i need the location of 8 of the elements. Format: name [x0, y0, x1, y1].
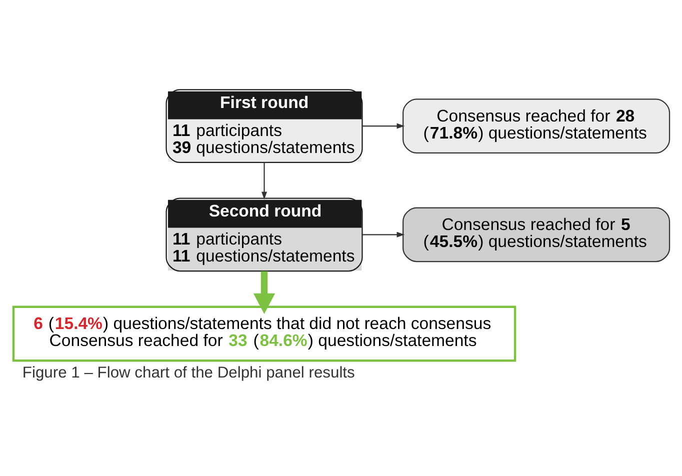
arrow [252, 271, 275, 314]
caption: Figure 1 – Flow chart of the Delphi panel results [22, 364, 354, 382]
arrow [362, 123, 404, 129]
node-box: Consensus reached for 5 (45.5%) questions/statements [402, 207, 670, 262]
node-box: 6 (15.4%) questions/statements that did not reach consensus Consensus reached for 33 (84.6%) questions/statements [12, 306, 516, 362]
arrow [362, 232, 404, 238]
arrow [261, 162, 266, 200]
node-box: Consensus reached for 28 (71.8%) questions/statements [402, 98, 670, 154]
